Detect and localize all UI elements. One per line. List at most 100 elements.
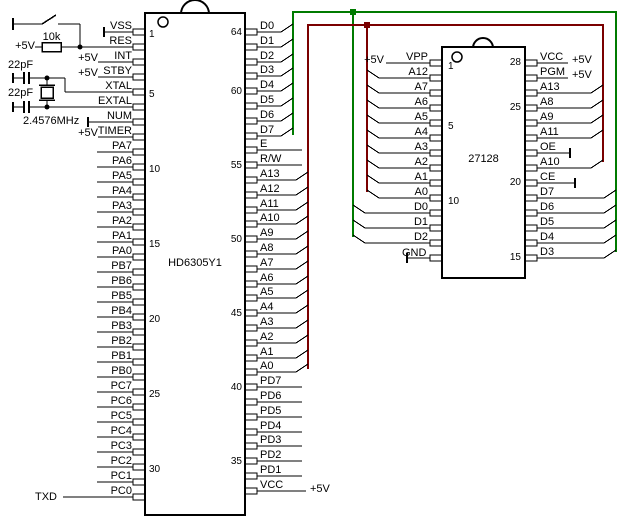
bus-tap [366,144,380,154]
pin-label-PA6: PA6 [112,155,132,167]
pin-label-A11: A11 [260,198,279,210]
pin-label-D7: D7 [260,124,275,136]
bus-tap [352,234,366,244]
bus-tap [280,53,294,63]
pin-label-A5: A5 [414,111,428,123]
pin-label-PC7: PC7 [110,380,132,392]
pin-label-INT: INT [114,50,132,62]
pin-label-A0: A0 [414,186,428,198]
supply-5v-label: +5V [78,52,98,64]
pin-label-PC3: PC3 [110,440,132,452]
pin-number-30: 30 [149,464,161,475]
pin-number-25: 25 [149,389,161,400]
pin-number-15: 15 [509,252,521,263]
resistor-value-label: 10k [42,31,61,43]
ic-body-27128 [441,46,526,279]
pin-label-PC4: PC4 [110,425,132,437]
pin-number-1: 1 [448,61,454,72]
bus-tap [590,99,604,109]
pin-number-55: 55 [230,160,242,171]
pin-label-R/W: R/W [260,153,282,165]
pin-label-A10: A10 [540,156,560,168]
supply-5v-label: +5V [78,127,98,139]
pin-label-PB4: PB4 [111,305,132,317]
pin-label-D6: D6 [540,201,555,213]
crystal-frequency-label: 2.4576MHz [23,115,80,127]
bus-tap [295,289,309,299]
ic-notch [472,37,494,49]
pin-label-PB7: PB7 [111,260,132,272]
pin-label-A7: A7 [414,81,428,93]
pin-label-PA0: PA0 [112,245,132,257]
bus-tap [295,260,309,270]
bus-tap [590,114,604,124]
pin-label-PD4: PD4 [260,420,282,432]
bus-tap [280,38,294,48]
bus-tap [366,174,380,184]
bus-tap [366,99,380,109]
pin-label-TIMER: TIMER [97,125,132,137]
pin-label-A0: A0 [260,360,274,372]
bus-tap [280,127,294,137]
txd-label: TXD [35,491,57,503]
pin-label-VPP: VPP [405,51,428,63]
pin-number-28: 28 [509,57,521,68]
data-bus-junction [350,9,356,15]
supply-5v-label: +5V [310,483,330,495]
pin-label-A11: A11 [540,126,559,138]
pin-label-PD6: PD6 [260,390,282,402]
pin-number-20: 20 [509,177,521,188]
pin-label-A8: A8 [540,96,554,108]
pin-label-A5: A5 [260,286,274,298]
switch-blade [41,14,57,25]
pin-label-GND: GND [402,247,427,259]
pin-label-D6: D6 [260,109,275,121]
pin-label-D0: D0 [413,201,428,213]
pin-label-XTAL: XTAL [105,80,132,92]
pin-label-A7: A7 [260,257,274,269]
pin-label-A6: A6 [260,272,274,284]
pin-number-10: 10 [149,164,161,175]
bus-tap [295,304,309,314]
pin-label-PA3: PA3 [112,200,132,212]
pin-label-A12: A12 [408,66,428,78]
bus-tap [603,189,617,199]
pin-label-D5: D5 [260,94,275,106]
pin-label-PB3: PB3 [111,320,132,332]
bus-tap [295,245,309,255]
pin-number-25: 25 [509,102,521,113]
junction-dot [44,104,50,110]
pin-label-CE: CE [540,171,556,183]
pin-label-A10: A10 [260,212,280,224]
pin-label-PC2: PC2 [110,455,132,467]
capacitor-bottom-value-label: 22pF [8,87,34,99]
pin-number-15: 15 [149,239,161,250]
pin-label-D1: D1 [260,35,275,47]
pin-label-D1: D1 [413,216,428,228]
bus-tap [280,82,294,92]
pin-label-PB1: PB1 [111,350,132,362]
bus-tap [280,112,294,122]
pin-label-RES: RES [109,35,132,47]
pin-label-OE: OE [540,141,556,153]
bus-tap [366,129,380,139]
supply-5v-label: +5V [572,69,592,81]
pin1-marker [451,51,463,63]
bus-tap [590,129,604,139]
bus-tap [295,334,309,344]
bus-tap [295,201,309,211]
pin-label-A12: A12 [260,183,280,195]
pin-label-D3: D3 [260,64,275,76]
pin-label-PC5: PC5 [110,410,132,422]
pin-label-PB0: PB0 [111,365,132,377]
pin-number-1: 1 [149,29,155,40]
pin-label-D7: D7 [540,186,555,198]
pin-label-VSS: VSS [109,20,132,32]
pin-label-A3: A3 [414,141,428,153]
bus-tap [295,186,309,196]
bus-tap [295,275,309,285]
bus-tap [295,230,309,240]
bus-tap [366,159,380,169]
bus-tap [280,97,294,107]
bus-tap [603,249,617,259]
